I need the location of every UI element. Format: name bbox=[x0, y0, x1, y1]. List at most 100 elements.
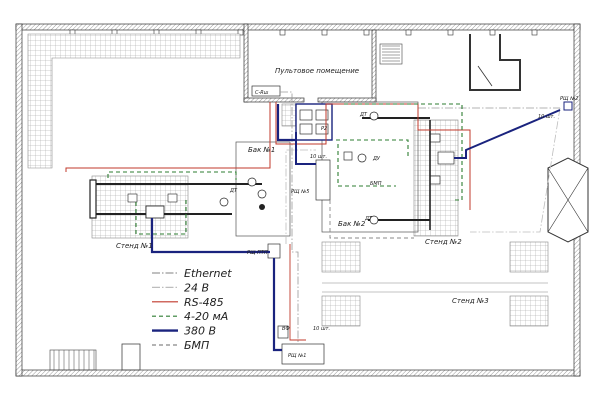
power-route-b bbox=[150, 218, 270, 254]
cabinet-rp5-label: РЩ №5 bbox=[291, 189, 309, 195]
switch-label: С-Rш bbox=[255, 90, 269, 96]
legend-label-2: RS-485 bbox=[184, 296, 224, 309]
tank2-gauge-top bbox=[369, 111, 379, 121]
stand1-pipe-v bbox=[89, 179, 97, 219]
outer-wall-bottom bbox=[15, 369, 581, 377]
bmp-route bbox=[329, 200, 414, 239]
column bbox=[321, 29, 328, 36]
legend-label-3: 4-20 мА bbox=[184, 310, 228, 323]
tank2-sensor bbox=[343, 151, 353, 161]
column bbox=[447, 29, 454, 36]
column bbox=[237, 29, 244, 36]
building-walls bbox=[15, 23, 589, 377]
power-route-c bbox=[272, 258, 282, 352]
column bbox=[489, 29, 496, 36]
tiled-area-l bbox=[27, 33, 241, 169]
control-room-wall-left bbox=[243, 23, 249, 103]
outer-wall-left bbox=[15, 23, 23, 377]
ethernet-route-a bbox=[280, 91, 299, 344]
signal-route-e bbox=[337, 144, 396, 187]
gate-diagonal-b bbox=[547, 167, 589, 233]
bottom-box bbox=[121, 343, 141, 371]
tank1-label: Бак №1 bbox=[248, 146, 275, 154]
bmp-label: БМП bbox=[370, 181, 382, 187]
cable-routes bbox=[65, 91, 561, 352]
tank2-outline bbox=[321, 101, 419, 233]
control-room-wall-bottom-a bbox=[243, 97, 305, 103]
stand1-sensor-a bbox=[127, 193, 138, 203]
cabinet-rp2-label: РЩ №2 bbox=[560, 96, 578, 102]
stand2-pump bbox=[437, 151, 455, 165]
floor-grids bbox=[27, 33, 549, 327]
stand3-pad-3 bbox=[509, 295, 549, 327]
tank1-gauge-0 bbox=[247, 177, 257, 187]
legend-label-0: Ethernet bbox=[184, 267, 232, 280]
control-room-wall-right bbox=[371, 29, 377, 103]
power-route-e bbox=[295, 132, 316, 165]
cabinet-rp1-label: РЩ №1 bbox=[288, 353, 306, 359]
tank2-gauge-bottom bbox=[369, 215, 379, 225]
control-room-label: Пультовое помещение bbox=[275, 67, 359, 75]
signal-route-a bbox=[107, 171, 237, 180]
ethernet-route-c bbox=[470, 107, 561, 233]
column bbox=[531, 29, 538, 36]
stand3-label: Стенд №3 bbox=[452, 297, 489, 305]
legend-label-5: БМП bbox=[184, 339, 209, 352]
tank1-gauge-2 bbox=[219, 197, 229, 207]
qty-label-1: 10 шт. bbox=[310, 154, 327, 160]
column bbox=[405, 29, 412, 36]
legend-label-4: 380 В bbox=[184, 325, 216, 338]
tank2-gauge-mid bbox=[357, 153, 367, 163]
tag-dt-2: ДТ bbox=[359, 112, 368, 118]
cabinet-rp-ptp-label: РЩ ПТП bbox=[247, 250, 268, 256]
rs485-route-a bbox=[65, 102, 271, 172]
qty-label-2: 10 шт. bbox=[538, 114, 555, 120]
signal-route-d bbox=[336, 139, 409, 158]
cabinet-rp2 bbox=[563, 101, 573, 111]
right-room-wall bbox=[469, 34, 521, 91]
tank1-gauge-1 bbox=[257, 189, 267, 199]
stand3-pad-1 bbox=[509, 241, 549, 273]
switch-box bbox=[251, 85, 281, 97]
stand1-grid bbox=[91, 175, 189, 239]
tank1-outline bbox=[235, 141, 291, 237]
route-24v bbox=[285, 149, 316, 244]
control-panel-unit-2 bbox=[299, 123, 313, 135]
tag-vf: ВФ bbox=[282, 326, 290, 332]
legend-label-1: 24 В bbox=[184, 281, 209, 294]
right-room-door bbox=[477, 65, 493, 87]
stand1-pump bbox=[145, 205, 165, 219]
signal-route-b bbox=[135, 198, 187, 235]
cabinet-rp1 bbox=[281, 343, 325, 365]
stair-frame bbox=[379, 43, 403, 65]
control-room-wall-bottom-b bbox=[317, 97, 377, 103]
control-panel-frame bbox=[295, 103, 333, 141]
control-panel-unit-3 bbox=[315, 123, 329, 135]
stand2-sensor-a bbox=[429, 133, 441, 143]
control-panel-unit-1 bbox=[315, 109, 329, 121]
stand3-pad-0 bbox=[321, 241, 361, 273]
tank2-label: Бак №2 bbox=[338, 220, 366, 228]
bottom-stair-frame bbox=[49, 349, 97, 371]
stand2-sensor-b bbox=[429, 175, 441, 185]
qty-label-3: 10 шт. bbox=[313, 326, 330, 332]
column bbox=[363, 29, 370, 36]
control-panel-unit-0 bbox=[299, 109, 313, 121]
equipment bbox=[89, 85, 573, 365]
tag-p2: P2 bbox=[321, 126, 327, 132]
outer-wall-top bbox=[15, 23, 581, 31]
power-route-d bbox=[454, 109, 561, 159]
tag-dt-3: ДТ bbox=[364, 216, 373, 222]
signal-route-c bbox=[344, 103, 463, 201]
tank1-valve bbox=[259, 204, 265, 210]
cabinet-vf bbox=[277, 325, 289, 339]
stand1-label: Стенд №1 bbox=[116, 242, 153, 250]
stand1-sensor-b bbox=[167, 193, 178, 203]
power-route-a bbox=[276, 104, 296, 142]
cabinet-rp5 bbox=[315, 159, 331, 201]
rs485-route-c bbox=[289, 244, 306, 341]
stand3-pad-2 bbox=[321, 295, 361, 327]
tag-dt-1: ДТ bbox=[229, 188, 238, 194]
